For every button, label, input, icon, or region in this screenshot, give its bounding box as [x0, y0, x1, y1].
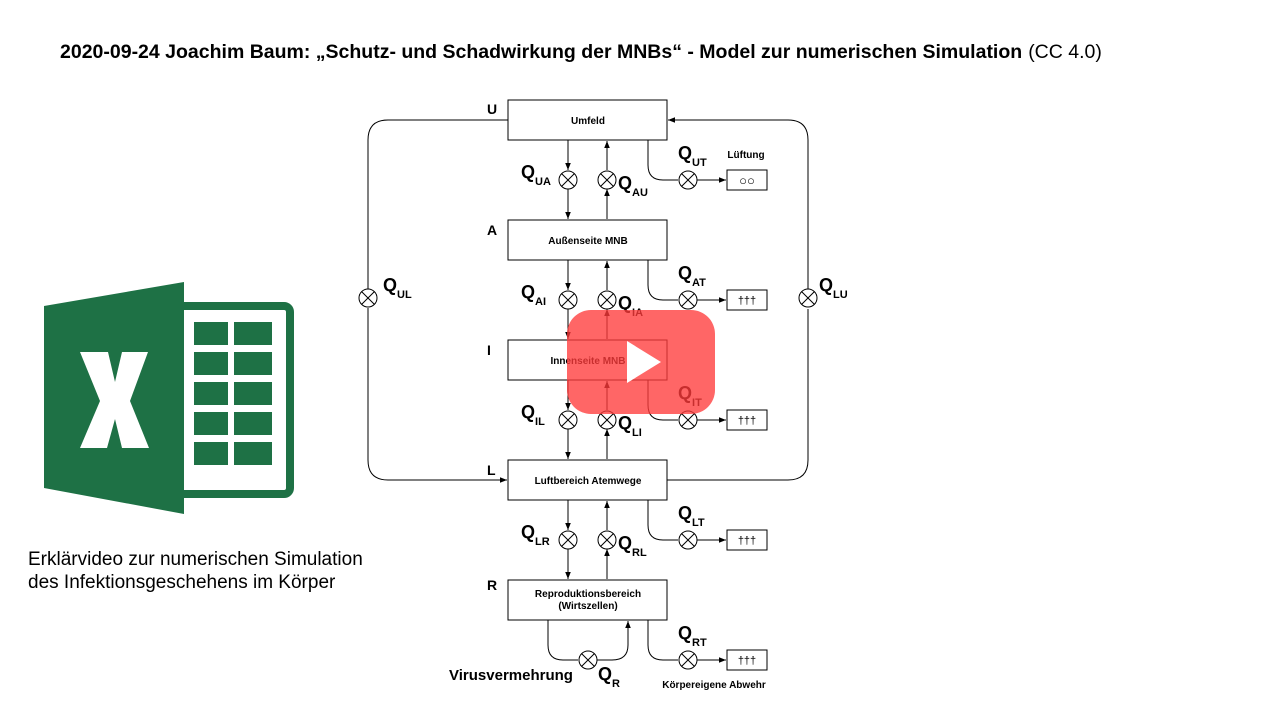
- box-reproduktion: [507, 579, 668, 621]
- sink-cross-a: [726, 289, 768, 311]
- cross-symbol-a: †††: [738, 295, 756, 307]
- box-label-reproduktion: Reproduktionsbereich: [535, 589, 641, 600]
- excel-icon: [44, 282, 294, 514]
- flow-label-qlr: QLR: [521, 522, 550, 548]
- youtube-play-button[interactable]: [567, 310, 715, 414]
- caption-line-2: des Infektionsgeschehens im Körper: [28, 572, 336, 593]
- flow-label-qrl: QRL: [618, 533, 647, 559]
- flow-label-qil: QIL: [521, 402, 545, 428]
- license-label: (CC 4.0): [1028, 41, 1102, 63]
- box-label-wirtszellen: (Wirtszellen): [558, 601, 617, 612]
- sink-cross-r: [726, 649, 768, 671]
- flow-label-qua: QUA: [521, 162, 551, 188]
- box-label-aussenseite: Außenseite MNB: [548, 236, 627, 247]
- flow-label-qai: QAI: [521, 282, 546, 308]
- sink-luftung: [726, 169, 768, 191]
- layer-letter-a: A: [487, 222, 497, 238]
- caption: Erklärvideo zur numerischen Simulation d…: [28, 548, 363, 594]
- flow-label-qut: QUT: [678, 143, 707, 169]
- box-aussenseite: [507, 219, 668, 261]
- luftung-symbol: ○○: [739, 173, 755, 188]
- luftung-label: Lüftung: [727, 150, 764, 161]
- cross-symbol-i: †††: [738, 415, 756, 427]
- cross-symbol-r: †††: [738, 655, 756, 667]
- virusvermehrung-label: Virusvermehrung: [449, 667, 573, 684]
- youtube-play-icon: [627, 341, 661, 383]
- cross-symbol-l: †††: [738, 535, 756, 547]
- layer-letter-r: R: [487, 577, 497, 593]
- flow-label-qlu: QLU: [819, 275, 848, 301]
- flow-label-qau: QAU: [618, 173, 648, 199]
- flow-label-qat: QAT: [678, 263, 706, 289]
- flow-label-qul: QUL: [383, 275, 412, 301]
- caption-line-1: Erklärvideo zur numerischen Simulation: [28, 549, 363, 570]
- abwehr-label: Körpereigene Abwehr: [662, 680, 766, 691]
- flow-label-qlt: QLT: [678, 503, 705, 529]
- title-main: 2020-09-24 Joachim Baum: „Schutz- und Sc…: [60, 41, 1023, 63]
- layer-letter-u: U: [487, 101, 497, 117]
- box-label-umfeld: Umfeld: [571, 116, 605, 127]
- flow-label-qli: QLI: [618, 413, 642, 439]
- sink-cross-i: [726, 409, 768, 431]
- page-title: 2020-09-24 Joachim Baum: „Schutz- und Sc…: [60, 41, 1102, 64]
- sink-cross-l: [726, 529, 768, 551]
- layer-letter-i: I: [487, 342, 491, 358]
- box-label-luftbereich: Luftbereich Atemwege: [535, 476, 642, 487]
- flow-label-qrt: QRT: [678, 623, 707, 649]
- layer-letter-l: L: [487, 462, 496, 478]
- flow-label-qr: QR: [598, 664, 620, 690]
